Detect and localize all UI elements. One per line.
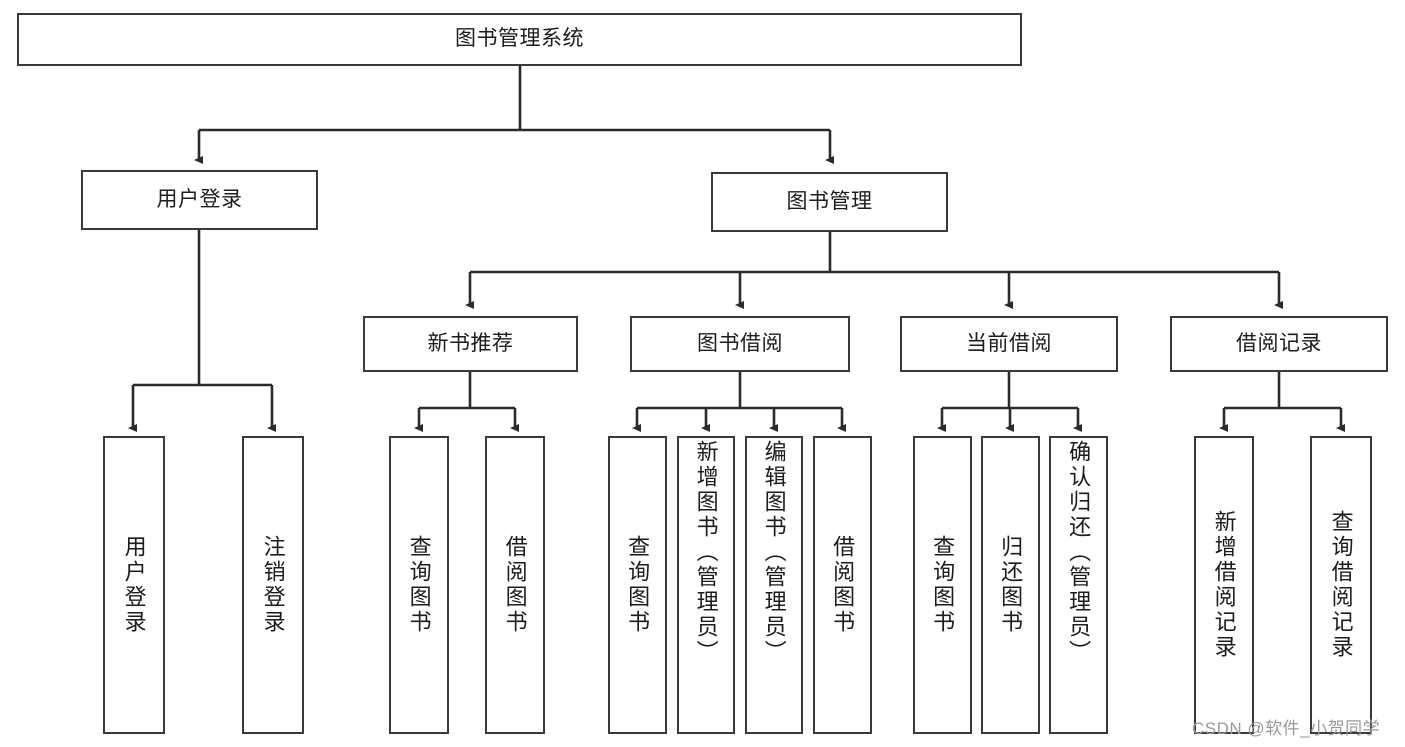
node-leaf-edit-book-admin[interactable]: 编辑图书（管理员）	[745, 436, 803, 734]
node-leaf-add-borrow-record[interactable]: 新增借阅记录	[1194, 436, 1254, 734]
node-leaf-borrow-book-2-label: 借阅图书	[830, 535, 856, 635]
node-leaf-borrow-book-1-label: 借阅图书	[502, 535, 528, 635]
node-book-borrow[interactable]: 图书借阅	[630, 316, 850, 372]
node-leaf-return-book-label: 归还图书	[998, 535, 1024, 635]
node-leaf-edit-book-admin-label: 编辑图书（管理员）	[761, 440, 787, 665]
node-book-manage[interactable]: 图书管理	[711, 172, 948, 232]
node-leaf-user-login-label: 用户登录	[121, 535, 147, 635]
node-leaf-return-book[interactable]: 归还图书	[981, 436, 1040, 734]
node-user-login[interactable]: 用户登录	[81, 170, 318, 230]
node-leaf-add-borrow-record-label: 新增借阅记录	[1211, 510, 1237, 660]
node-leaf-query-borrow-record[interactable]: 查询借阅记录	[1310, 436, 1372, 734]
node-leaf-borrow-book-2[interactable]: 借阅图书	[813, 436, 872, 734]
node-root[interactable]: 图书管理系统	[17, 13, 1022, 66]
node-leaf-confirm-return-admin-label: 确认归还（管理员）	[1066, 440, 1092, 665]
node-leaf-user-login[interactable]: 用户登录	[103, 436, 165, 734]
node-new-book-recommend[interactable]: 新书推荐	[363, 316, 578, 372]
node-user-login-label: 用户登录	[156, 187, 243, 211]
node-new-book-recommend-label: 新书推荐	[427, 331, 514, 355]
node-leaf-query-book-3[interactable]: 查询图书	[913, 436, 972, 734]
node-leaf-query-borrow-record-label: 查询借阅记录	[1328, 510, 1354, 660]
node-leaf-borrow-book-1[interactable]: 借阅图书	[485, 436, 545, 734]
node-book-borrow-label: 图书借阅	[697, 331, 783, 355]
node-leaf-logout-login-label: 注销登录	[260, 535, 286, 635]
node-borrow-record-label: 借阅记录	[1236, 331, 1322, 355]
watermark: CSDN @软件_小贺同学	[1192, 719, 1381, 738]
node-current-borrow-label: 当前借阅	[966, 331, 1052, 355]
node-leaf-logout-login[interactable]: 注销登录	[242, 436, 304, 734]
node-current-borrow[interactable]: 当前借阅	[900, 316, 1118, 372]
node-borrow-record[interactable]: 借阅记录	[1170, 316, 1388, 372]
node-book-manage-label: 图书管理	[786, 189, 873, 213]
node-leaf-add-book-admin-label: 新增图书（管理员）	[693, 440, 719, 665]
node-leaf-confirm-return-admin[interactable]: 确认归还（管理员）	[1049, 436, 1108, 734]
node-leaf-query-book-1[interactable]: 查询图书	[389, 436, 449, 734]
node-leaf-query-book-2[interactable]: 查询图书	[608, 436, 667, 734]
node-leaf-query-book-1-label: 查询图书	[406, 535, 432, 635]
node-leaf-query-book-3-label: 查询图书	[930, 535, 956, 635]
node-leaf-query-book-2-label: 查询图书	[625, 535, 651, 635]
node-root-label: 图书管理系统	[455, 27, 584, 51]
node-leaf-add-book-admin[interactable]: 新增图书（管理员）	[677, 436, 735, 734]
